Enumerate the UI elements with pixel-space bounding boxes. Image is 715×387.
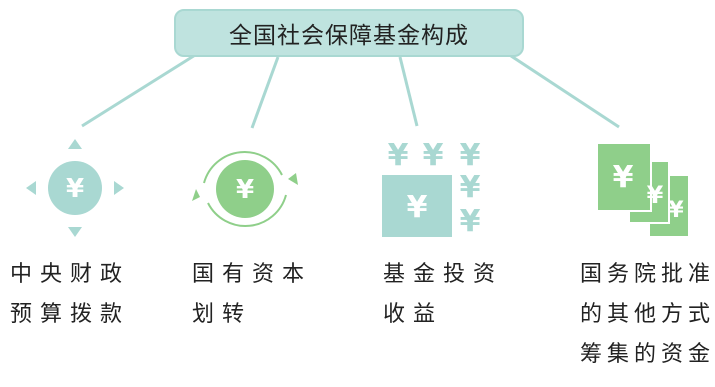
label-state-council: 国务院批准 的其他方式 筹集的资金	[580, 255, 715, 375]
yen-circle-cycle-icon: ¥	[192, 151, 298, 227]
yen-large: ¥	[407, 190, 428, 225]
label-line: 筹集的资金	[580, 342, 715, 367]
title-box: 全国社会保障基金构成	[174, 9, 524, 57]
label-state-capital: 国有资本 划转	[192, 255, 312, 335]
connector-line-1	[81, 50, 201, 128]
connector-line-4	[504, 50, 620, 129]
label-line: 国有资本	[192, 262, 313, 287]
label-line: 中央财政	[10, 262, 131, 287]
yen-small-5: ¥	[460, 204, 481, 239]
label-fund-investment: 基金投资 收益	[383, 255, 503, 335]
yen-small-2: ¥	[423, 138, 444, 173]
yen-banknote-2: ¥	[647, 181, 664, 209]
label-central-finance: 中央财政 预算拨款	[10, 255, 130, 335]
connector-line-2	[250, 56, 280, 129]
label-line: 预算拨款	[10, 302, 131, 327]
title-text: 全国社会保障基金构成	[229, 23, 469, 49]
label-line: 收益	[383, 302, 444, 327]
label-line: 国务院批准	[580, 262, 715, 287]
label-line: 划转	[192, 302, 253, 327]
label-line: 基金投资	[383, 262, 504, 287]
yen-small-3: ¥	[460, 138, 481, 173]
yen-glyph-1: ¥	[66, 174, 84, 204]
yen-circle-arrows-icon: ¥	[26, 139, 124, 237]
yen-small-4: ¥	[460, 170, 481, 205]
connector-line-3	[398, 56, 419, 127]
yen-banknote-3: ¥	[668, 198, 684, 223]
yen-small-1: ¥	[388, 138, 409, 173]
yen-grid-icon: ¥ ¥ ¥ ¥ ¥ ¥	[382, 138, 481, 239]
yen-banknotes-icon: ¥ ¥ ¥	[596, 142, 690, 238]
yen-banknote: ¥	[613, 160, 634, 195]
label-line: 的其他方式	[580, 302, 715, 327]
yen-glyph-2: ¥	[236, 175, 254, 205]
